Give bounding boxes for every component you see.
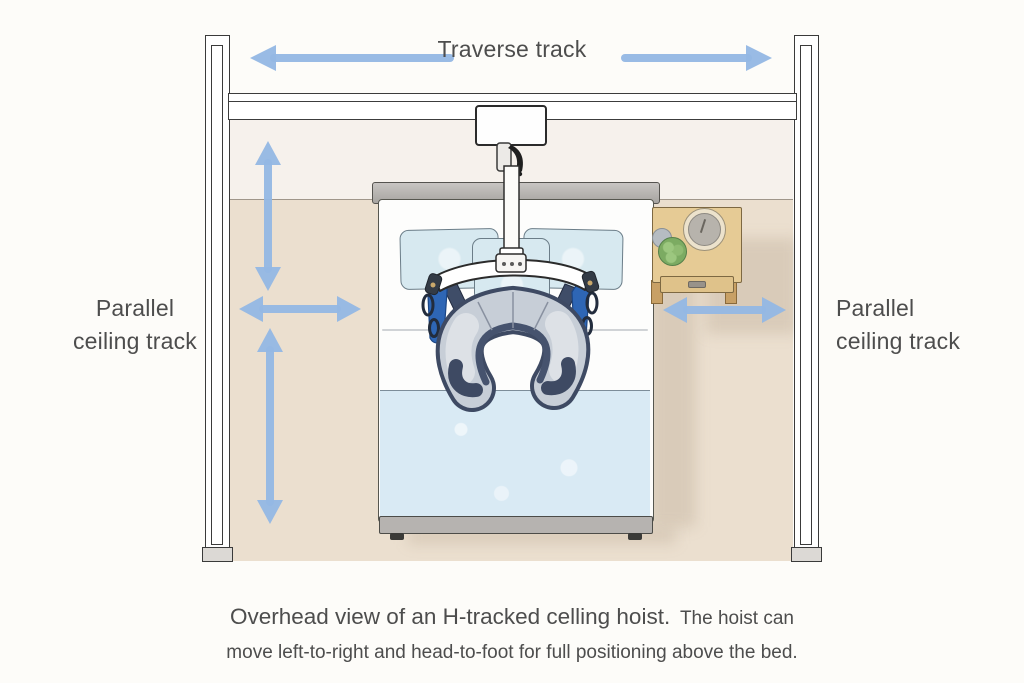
potted-plant <box>658 237 687 266</box>
caption-line1-main: Overhead view of an H-tracked celling ho… <box>229 604 671 629</box>
parallel-left-line2: ceiling track <box>72 328 198 354</box>
lamp-top <box>688 213 721 246</box>
parallel-track-label-left: Parallel ceiling track <box>35 292 235 358</box>
parallel-left-line1: Parallel <box>95 295 175 321</box>
figure-caption: Overhead view of an H-tracked celling ho… <box>0 600 1024 669</box>
traverse-track-bar <box>228 101 797 120</box>
parallel-right-line1: Parallel <box>836 295 915 321</box>
bed-footboard <box>379 516 653 534</box>
parallel-right-line2: ceiling track <box>836 328 961 354</box>
caption-line1-rest: The hoist can <box>679 608 795 629</box>
parallel-track-label-right: Parallel ceiling track <box>836 292 1024 358</box>
bed-foot-right <box>628 533 642 540</box>
caption-line2: move left-to-right and head-to-foot for … <box>226 642 798 663</box>
track-base-right <box>791 547 822 562</box>
bed-blanket <box>380 390 650 519</box>
parallel-track-left-rail <box>211 45 223 545</box>
pillow-center-bottom <box>474 268 550 302</box>
traverse-track-label: Traverse track <box>437 36 587 62</box>
parallel-track-right-rail <box>800 45 812 545</box>
bed-foot-left <box>390 533 404 540</box>
track-base-left <box>202 547 233 562</box>
caption-line1: Overhead view of an H-tracked celling ho… <box>0 600 1024 636</box>
nightstand-drawer-handle <box>688 281 706 288</box>
bed-sheet-fold <box>382 329 648 331</box>
